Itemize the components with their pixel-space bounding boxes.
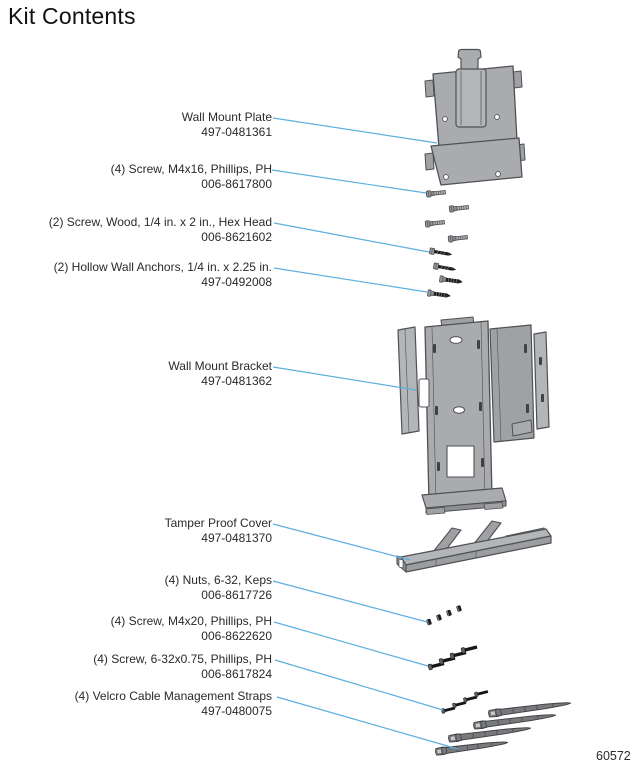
- part-label-screw-m4x16: (4) Screw, M4x16, Phillips, PH 006-86178…: [0, 162, 272, 192]
- leader-line-wall-mount-plate: [272, 117, 438, 144]
- part-label-wall-mount-bracket: Wall Mount Bracket 497-0481362: [0, 359, 272, 389]
- part-number: 006-8621602: [201, 230, 272, 244]
- part-label-tamper-proof-cover: Tamper Proof Cover 497-0481370: [0, 516, 272, 546]
- nuts-illustration: [425, 604, 463, 626]
- screw-m4x20-illustration: [427, 643, 479, 671]
- page-title: Kit Contents: [8, 3, 136, 29]
- part-name: (2) Screw, Wood, 1/4 in. x 2 in., Hex He…: [48, 215, 272, 229]
- part-label-hollow-wall-anchors: (2) Hollow Wall Anchors, 1/4 in. x 2.25 …: [0, 260, 272, 290]
- part-name: (4) Velcro Cable Management Straps: [74, 689, 272, 703]
- leader-line-wall-mount-bracket: [272, 366, 417, 391]
- part-name: Wall Mount Plate: [181, 110, 272, 124]
- hollow-wall-anchor-illustration: [426, 275, 464, 300]
- leader-line-hollow-wall-anchors: [273, 267, 428, 293]
- part-label-velcro-straps: (4) Velcro Cable Management Straps 497-0…: [0, 689, 272, 719]
- part-name: (4) Screw, 6-32x0.75, Phillips, PH: [93, 652, 272, 666]
- part-label-wall-mount-plate: Wall Mount Plate 497-0481361: [0, 110, 272, 140]
- part-number: 497-0492008: [201, 275, 272, 289]
- part-number: 006-8617800: [201, 177, 272, 191]
- tamper-proof-cover-illustration: [396, 520, 552, 573]
- part-number: 006-8617726: [201, 588, 272, 602]
- leader-line-screw-6-32: [274, 659, 444, 711]
- part-name: (2) Hollow Wall Anchors, 1/4 in. x 2.25 …: [53, 260, 272, 274]
- leader-line-nuts: [272, 580, 428, 623]
- leader-line-screw-m4x20: [273, 621, 429, 667]
- wood-screw-illustration: [428, 247, 458, 274]
- leader-line-screw-m4x16: [271, 169, 427, 194]
- part-number: 497-0481361: [201, 125, 272, 139]
- part-label-screw-6-32: (4) Screw, 6-32x0.75, Phillips, PH 006-8…: [0, 652, 272, 682]
- part-name: (4) Screw, M4x20, Phillips, PH: [110, 614, 272, 628]
- leader-lines: [271, 117, 459, 750]
- part-name: Wall Mount Bracket: [168, 359, 272, 373]
- part-label-screw-wood: (2) Screw, Wood, 1/4 in. x 2 in., Hex He…: [0, 215, 272, 245]
- wall-mount-bracket-illustration: [397, 316, 550, 515]
- part-label-nuts: (4) Nuts, 6-32, Keps 006-8617726: [0, 573, 272, 603]
- screw-m4x16-illustration: [424, 188, 470, 243]
- part-number: 006-8617824: [201, 667, 272, 681]
- screw-6-32-illustration: [440, 688, 489, 714]
- leader-line-velcro-straps: [276, 696, 459, 750]
- part-number: 497-0480075: [201, 704, 272, 718]
- leader-line-tamper-proof-cover: [272, 523, 411, 561]
- part-number: 497-0481362: [201, 374, 272, 388]
- wall-mount-plate-illustration: [424, 48, 526, 186]
- part-number: 497-0481370: [201, 531, 272, 545]
- part-label-screw-m4x20: (4) Screw, M4x20, Phillips, PH 006-86226…: [0, 614, 272, 644]
- leader-line-screw-wood: [273, 222, 430, 253]
- part-name: (4) Nuts, 6-32, Keps: [164, 573, 272, 587]
- part-name: Tamper Proof Cover: [164, 516, 272, 530]
- figure-number: 60572: [596, 749, 631, 763]
- part-number: 006-8622620: [201, 629, 272, 643]
- part-name: (4) Screw, M4x16, Phillips, PH: [110, 162, 272, 176]
